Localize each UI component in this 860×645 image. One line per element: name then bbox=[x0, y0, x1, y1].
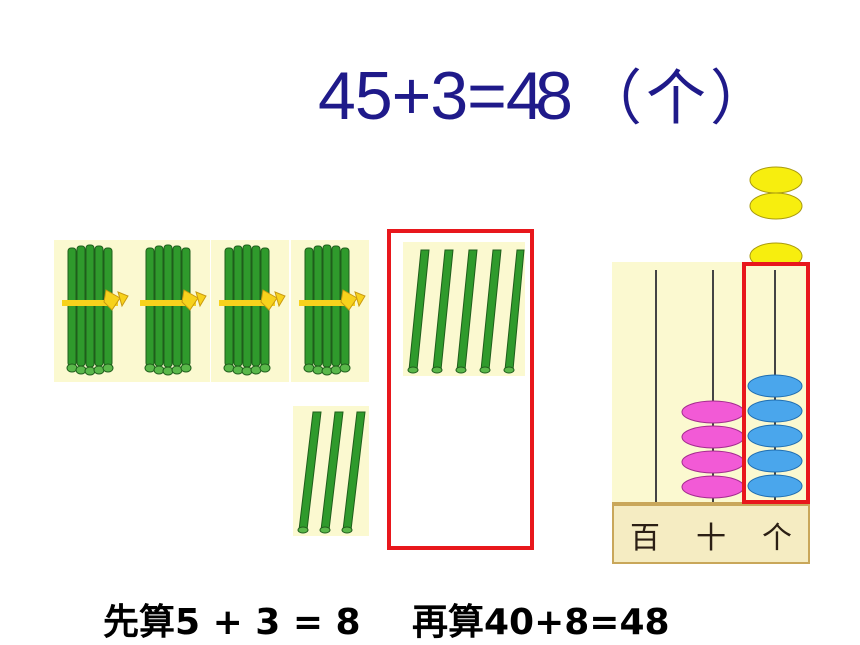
place-value-labels: 百 十 个 bbox=[612, 506, 810, 564]
stick-bundle-icon bbox=[140, 244, 207, 376]
equation: 45+3=4 8（个） bbox=[318, 62, 774, 130]
abacus: 百 十 个 bbox=[612, 262, 810, 564]
equation-overlap-text: =4 bbox=[467, 58, 544, 134]
loose-sticks-five bbox=[403, 242, 525, 376]
loose-sticks-icon bbox=[297, 411, 366, 534]
stick-bundle-icon bbox=[219, 244, 286, 376]
caption-first-step: 先算5 + 3 = 8 bbox=[103, 602, 361, 643]
loose-sticks-icon bbox=[407, 249, 525, 374]
equation-unit: （个） bbox=[582, 64, 774, 134]
stick-bundle-4 bbox=[291, 240, 369, 382]
loose-sticks-three bbox=[293, 406, 369, 536]
ones-column-highlight-frame bbox=[742, 262, 810, 504]
caption-second-step: 再算40+8=48 bbox=[412, 602, 670, 643]
abacus-rods-icon bbox=[612, 270, 810, 564]
place-label-hundreds: 百 bbox=[630, 521, 660, 556]
stick-bundle-2 bbox=[132, 240, 210, 382]
equation-left: 45+3 bbox=[318, 58, 468, 134]
stick-bundle-icon bbox=[299, 244, 366, 376]
place-label-tens: 十 bbox=[696, 521, 726, 556]
loose-sticks-highlight-frame bbox=[387, 229, 534, 550]
stick-bundle-icon bbox=[62, 244, 129, 376]
stick-bundle-3 bbox=[211, 240, 289, 382]
equation-right: 8 bbox=[535, 58, 573, 134]
equation-overlap: =4 bbox=[467, 62, 544, 130]
extra-beads-icon bbox=[749, 166, 803, 270]
stick-bundle-1 bbox=[54, 240, 132, 382]
place-label-ones: 个 bbox=[762, 521, 792, 556]
